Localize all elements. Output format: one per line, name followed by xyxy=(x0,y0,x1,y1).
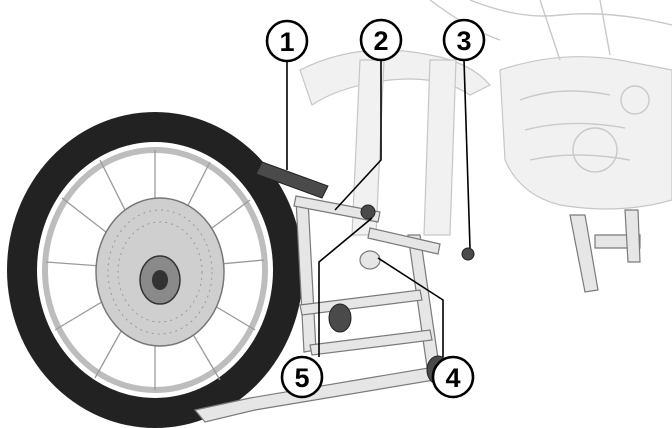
adapter-pin-right xyxy=(461,247,475,261)
callout-2: 2 xyxy=(359,18,403,62)
leader-lines xyxy=(286,59,471,357)
callout-4: 4 xyxy=(431,355,475,399)
callout-2-label: 2 xyxy=(373,26,388,56)
callout-1: 1 xyxy=(265,19,309,63)
callout-5: 5 xyxy=(280,355,324,399)
motorcycle-background xyxy=(299,0,672,293)
front-stand xyxy=(193,161,475,423)
stand-handle xyxy=(255,161,329,199)
adapter-pin-left xyxy=(360,204,376,220)
adapter-bush xyxy=(359,250,381,270)
callout-3: 3 xyxy=(442,18,486,62)
callout-3-label: 3 xyxy=(456,26,471,56)
stand-roller-left xyxy=(328,303,352,333)
callout-1-label: 1 xyxy=(279,27,294,57)
front-wheel xyxy=(7,112,303,428)
callout-5-label: 5 xyxy=(294,363,309,393)
callout-4-label: 4 xyxy=(445,363,460,393)
